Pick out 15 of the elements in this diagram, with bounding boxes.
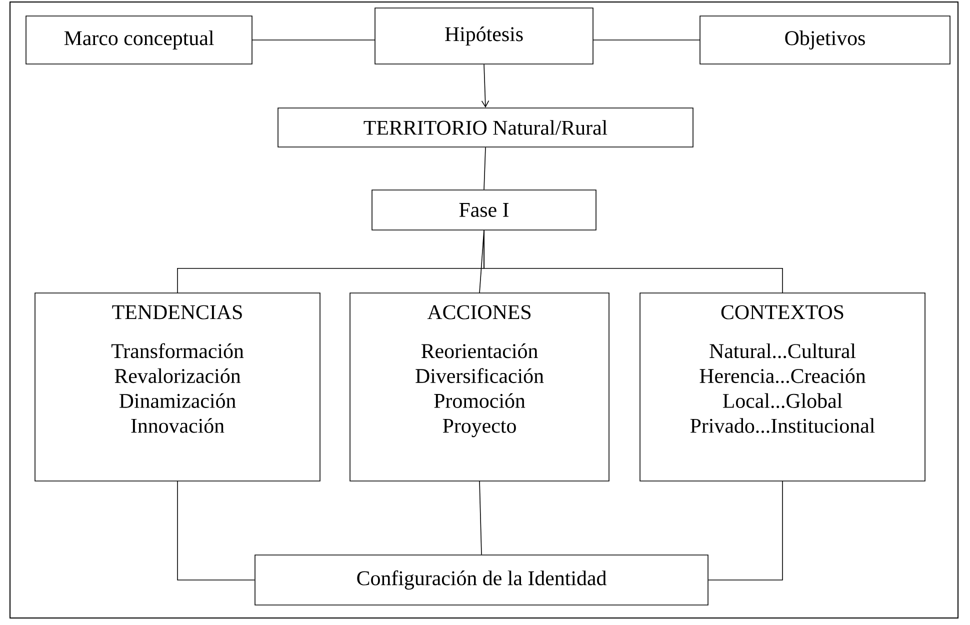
process-box: Configuración de la Identidad: [254, 554, 708, 606]
connector-line: [484, 230, 783, 294]
process-box: Marco conceptual: [26, 16, 252, 64]
process-box: Fase I: [372, 190, 596, 230]
connector-line: [479, 480, 482, 555]
process-box: Hipótesis: [374, 8, 594, 64]
category-box: CONTEXTOS Natural...Cultural Herencia...Creación Local...Global Privado...Institucional: [640, 292, 926, 482]
connector-line: [708, 480, 783, 580]
connector-line: [481, 64, 490, 108]
connector-line: [177, 480, 255, 580]
category-box: ACCIONES Reorientación Diversificación Promoción Proyecto: [350, 292, 610, 482]
connector-line: [484, 147, 486, 190]
process-box: TERRITORIO Natural/Rural: [278, 108, 694, 148]
process-box: Objetivos: [700, 16, 950, 64]
category-box: TENDENCIAS Transformación Revalorización Dinamización Innovación: [34, 292, 320, 482]
